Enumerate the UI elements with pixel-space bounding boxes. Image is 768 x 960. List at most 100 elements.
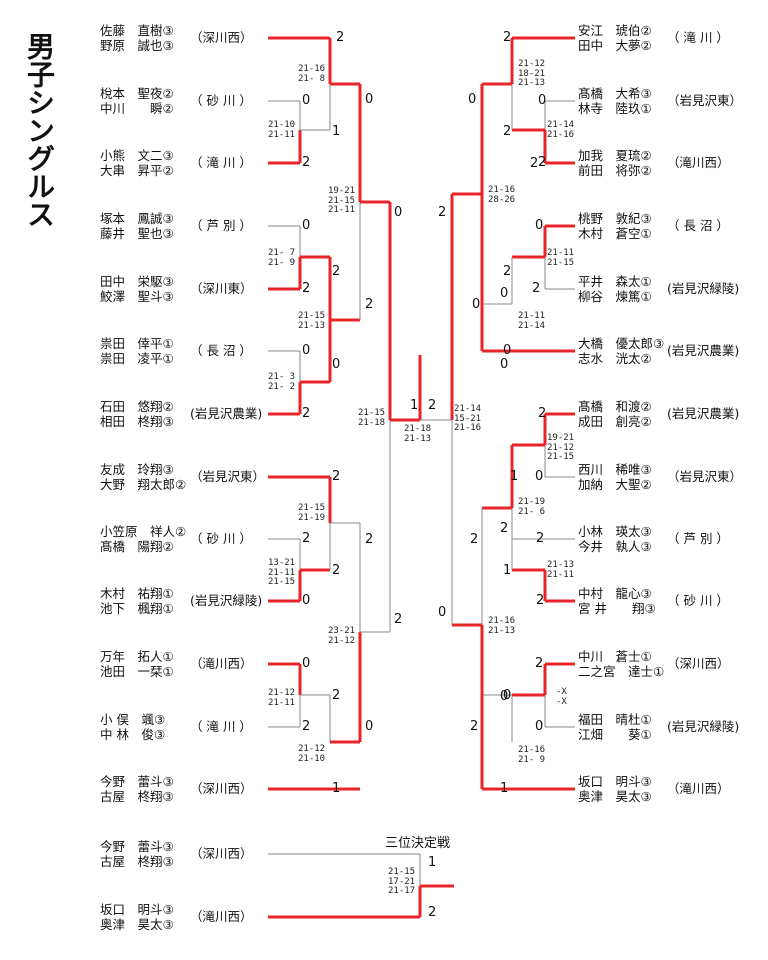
player-name: 奥津 昊太③ <box>578 789 652 804</box>
match-score: 0 <box>503 343 512 358</box>
team-name: （滝川西） <box>190 656 253 671</box>
match-score: 2 <box>332 563 341 578</box>
player-name: 桃野 敦紀③ <box>578 211 652 226</box>
match-score: 0 <box>500 357 509 372</box>
player-name: 髙橋 大希③ <box>578 86 652 101</box>
player-name: 祟田 凌平① <box>100 351 174 366</box>
match-score: 1 <box>510 469 519 484</box>
match-score: 0 <box>365 719 374 734</box>
player-name: 池下 楓翔① <box>100 601 174 616</box>
team-name: （深川西） <box>190 781 253 796</box>
player-name: 田中 大夢② <box>578 38 652 53</box>
game-score: 21- 2 <box>268 381 296 392</box>
team-name: （深川東） <box>190 281 253 296</box>
player-name: 林寺 陸玖① <box>578 101 652 116</box>
team-name: (岩見沢農業) <box>667 343 740 358</box>
game-score: 21-19 <box>518 497 546 507</box>
game-score: -X <box>556 687 567 697</box>
player-name: 前田 将弥② <box>578 163 652 178</box>
match-score: 0 <box>468 92 477 107</box>
team-name: （滝川西） <box>667 781 730 796</box>
player-name: 相田 柊翔③ <box>100 414 174 429</box>
player-name: 石田 悠翔② <box>100 399 174 414</box>
player-name: 中村 龍心③ <box>578 586 652 601</box>
game-score: 13-21 <box>268 558 296 568</box>
player-name: 髙橋 陽翔② <box>100 539 174 554</box>
match-score: 2 <box>535 656 544 671</box>
player-name: 平井 森太① <box>578 274 652 289</box>
match-score: 2 <box>302 719 311 734</box>
player-name: 江畑 葵① <box>578 727 652 742</box>
team-name: （岩見沢東） <box>190 469 266 484</box>
match-score: 2 <box>503 30 512 45</box>
player-name: 友成 玲翔③ <box>100 462 174 477</box>
game-score: 21-15 <box>298 503 326 513</box>
match-score: 2 <box>500 521 509 536</box>
match-score: 0 <box>302 343 311 358</box>
match-score: 1 <box>332 124 341 139</box>
team-name: (岩見沢農業) <box>190 406 263 421</box>
match-score: 2 <box>428 398 437 413</box>
match-score: 2 <box>538 406 547 421</box>
player-name: 中川 瞬② <box>100 101 174 116</box>
player-name: 祟田 倖平① <box>100 336 174 351</box>
match-score: 2 <box>470 719 479 734</box>
game-score: 21-10 <box>298 753 326 764</box>
match-score: 2 <box>538 155 547 170</box>
player-name: 坂口 明斗③ <box>100 902 174 917</box>
game-score: 21-11 <box>268 697 296 708</box>
match-score: 2 <box>302 155 311 170</box>
player-name: 梲本 聖夜② <box>100 86 174 101</box>
player-name: 野原 誠也③ <box>100 38 174 53</box>
player-name: 佐藤 直樹③ <box>100 23 174 38</box>
third-place-score: 2 <box>428 905 437 920</box>
player-name: 小 俣 颯③ <box>100 712 166 727</box>
game-score: 21-11 <box>328 205 356 215</box>
match-score: 0 <box>438 605 447 620</box>
game-score: 21-14 <box>454 404 482 414</box>
match-score: 2 <box>302 281 311 296</box>
game-score: 21-13 <box>547 560 575 570</box>
player-name: 小熊 文二③ <box>100 148 174 163</box>
match-score: 2 <box>536 531 545 546</box>
game-score: 21-13 <box>488 625 516 636</box>
game-score: 21-15 <box>328 195 356 206</box>
match-score: 0 <box>394 205 403 220</box>
game-score: 17-21 <box>388 876 416 887</box>
game-score: 21-11 <box>518 311 546 321</box>
game-score: 21-15 <box>388 867 416 877</box>
game-score: 21-14 <box>518 320 546 331</box>
player-name: 髙橋 和渡② <box>578 399 652 414</box>
team-name: （ 砂 川 ） <box>190 93 252 108</box>
game-score: 21- 6 <box>518 506 546 517</box>
game-score: 21-15 <box>547 452 575 462</box>
team-name: （ 砂 川 ） <box>667 593 729 608</box>
match-score: 0 <box>365 92 374 107</box>
match-score: 2 <box>394 612 403 627</box>
game-score: 21-16 <box>488 185 516 195</box>
game-score: 23-21 <box>328 626 356 636</box>
player-name: 安江 琥伯② <box>578 23 652 38</box>
